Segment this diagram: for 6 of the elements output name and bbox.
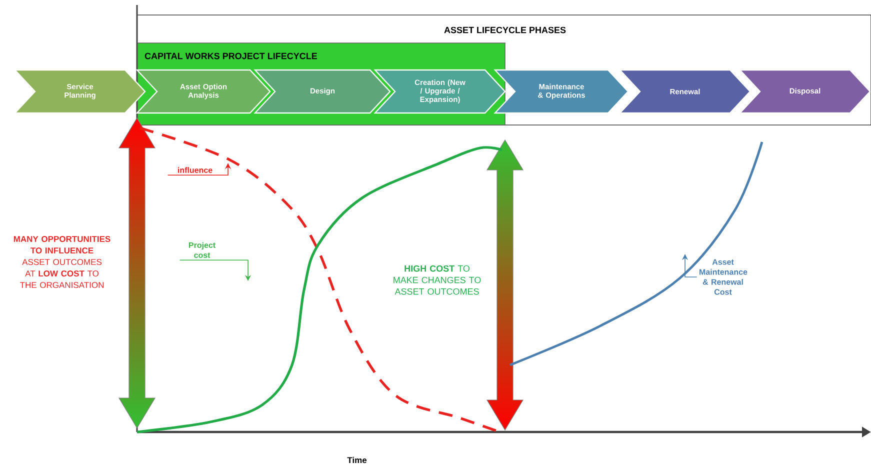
curve-label: influence <box>178 167 212 173</box>
curve-label: Project cost <box>188 242 216 258</box>
curve-label: Asset Maintenance & Renewal Cost <box>700 259 748 295</box>
annotation-text: MANY OPPORTUNITIES TO INFLUENCE ASSET OUTCOMES AT LOW COST TO THE ORGANISATION <box>14 236 110 288</box>
annotation-text: HIGH COST TO MAKE CHANGES TO ASSET OUTCOMES <box>394 265 481 295</box>
axis-title: Time <box>347 456 367 464</box>
